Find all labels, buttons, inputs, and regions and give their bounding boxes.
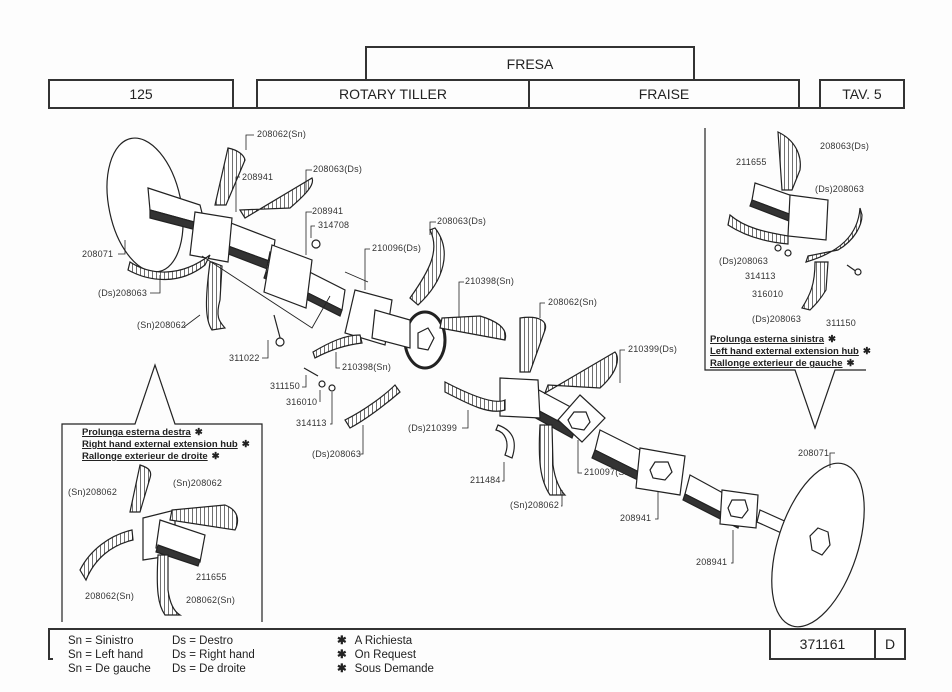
- part-label: 208941: [242, 172, 274, 182]
- left-inset-note: Prolunga esterna destra✱: [82, 427, 203, 438]
- part-label: 210399(Ds): [628, 344, 678, 354]
- on-request-star-icon: ✱: [846, 358, 855, 369]
- part-label: 211655: [196, 572, 227, 582]
- revision-box: D: [874, 628, 906, 660]
- part-label: (Ds)208063: [752, 314, 802, 324]
- on-request-star-icon: ✱: [862, 346, 871, 357]
- part-label: (Ds)208063: [719, 256, 769, 266]
- part-label: 314113: [296, 418, 327, 428]
- part-label: 208071: [798, 448, 830, 458]
- part-label: 208941: [696, 557, 728, 567]
- legend-sn-it: Sn = Sinistro: [68, 635, 134, 647]
- on-request-star-icon: ✱: [194, 427, 203, 438]
- part-label: 208063(Ds): [820, 141, 870, 151]
- part-label: (Ds)208063: [312, 449, 362, 459]
- part-label: 314113: [745, 271, 776, 281]
- flange-1: [189, 211, 233, 263]
- right-inset-note: Prolunga esterna sinistra✱: [710, 334, 837, 345]
- legend-sn: Sn = Sinistro Sn = Left hand Sn = De gau…: [68, 634, 151, 676]
- table-number: TAV. 5: [842, 86, 882, 102]
- legend-sn-fr: Sn = De gauche: [68, 663, 151, 675]
- central-hub: [371, 309, 447, 370]
- table-box: TAV. 5: [819, 79, 905, 109]
- part-label: 208941: [620, 513, 652, 523]
- part-label: 210398(Sn): [465, 276, 515, 286]
- part-label: (Sn)208062: [173, 478, 223, 488]
- flange-2: [263, 244, 313, 309]
- tines: [127, 147, 618, 496]
- flange-4: [499, 377, 541, 419]
- footer-bracket: [48, 630, 53, 660]
- part-label: 210398(Sn): [342, 362, 392, 372]
- right-inset-drawing: [727, 131, 863, 311]
- fresa-title-box: FRESA: [365, 46, 695, 79]
- part-label: 208062(Sn): [548, 297, 598, 307]
- flange-5: [557, 394, 606, 443]
- legend-request: ✱ A Richiesta ✱ On Request ✱ Sous Demande: [337, 634, 434, 676]
- part-label: 208071: [82, 249, 114, 259]
- fresa-title: FRESA: [506, 55, 554, 72]
- on-request-star-icon: ✱: [211, 451, 220, 462]
- star-icon: ✱: [337, 663, 347, 675]
- legend-ds: Ds = Destro Ds = Right hand Ds = De droi…: [172, 634, 255, 676]
- legend-request-fr: Sous Demande: [354, 663, 434, 675]
- part-label: 311150: [270, 381, 300, 391]
- part-label: 311150: [826, 318, 856, 328]
- drawing-code: 371161: [799, 636, 846, 652]
- part-label: 210096(Ds): [372, 243, 422, 253]
- drawing-code-box: 371161: [769, 628, 876, 660]
- part-label: (Sn)208062: [510, 500, 560, 510]
- part-label: 314708: [318, 220, 350, 230]
- right-inset-note: Left hand external extension hub✱: [710, 346, 871, 357]
- bolts: [273, 239, 336, 392]
- left-inset-frame: [61, 363, 263, 622]
- model-box: 125: [48, 79, 234, 109]
- part-label: (Ds)210399: [408, 423, 458, 433]
- flange-7: [719, 489, 759, 529]
- title-french: FRAISE: [638, 86, 690, 102]
- legend-request-it: A Richiesta: [354, 635, 413, 647]
- left-inset-note: Right hand external extension hub✱: [82, 439, 250, 450]
- part-label: (Ds)208063: [815, 184, 865, 194]
- legend-ds-en: Ds = Right hand: [172, 649, 255, 661]
- on-request-star-icon: ✱: [241, 439, 250, 450]
- left-inset-note: Rallonge exterieur de droite✱: [82, 451, 220, 462]
- assembly-lines: [201, 255, 369, 329]
- right-inset-note: Rallonge exterieur de gauche✱: [710, 358, 855, 369]
- part-label: 210097(Sn): [584, 467, 634, 477]
- part-label: 208062(Sn): [257, 129, 307, 139]
- part-label: 211655: [736, 157, 767, 167]
- part-label: 208941: [312, 206, 344, 216]
- title-english: ROTARY TILLER: [339, 86, 447, 102]
- on-request-star-icon: ✱: [828, 334, 837, 345]
- left-inset-drawing: [79, 464, 239, 616]
- part-label: (Ds)208063: [98, 288, 148, 298]
- right-inset-frame: [704, 128, 866, 430]
- part-label: 208062(Sn): [186, 595, 236, 605]
- part-label: 208062(Sn): [85, 591, 135, 601]
- legend-ds-it: Ds = Destro: [172, 635, 234, 647]
- flange-6: [635, 447, 686, 496]
- part-label: (Sn)208062: [68, 487, 118, 497]
- right-disc: [771, 462, 865, 628]
- legend-ds-fr: Ds = De droite: [172, 663, 246, 675]
- leader-lines: [118, 134, 835, 564]
- part-label: 208063(Ds): [437, 216, 487, 226]
- footer-top-rule: [48, 628, 906, 630]
- part-label: (Sn)208062: [137, 320, 187, 330]
- part-label: 311022: [229, 353, 260, 363]
- part-label: 316010: [286, 397, 318, 407]
- legend-request-en: On Request: [354, 649, 417, 661]
- model-number: 125: [129, 86, 153, 102]
- star-icon: ✱: [337, 635, 347, 647]
- title-en-box: ROTARY TILLER: [256, 79, 530, 109]
- revision-letter: D: [884, 636, 896, 652]
- part-label: 316010: [752, 289, 784, 299]
- star-icon: ✱: [337, 649, 347, 661]
- legend-sn-en: Sn = Left hand: [68, 649, 144, 661]
- part-label: 211484: [470, 475, 501, 485]
- part-label: 208063(Ds): [313, 164, 363, 174]
- header-underline: [48, 107, 886, 109]
